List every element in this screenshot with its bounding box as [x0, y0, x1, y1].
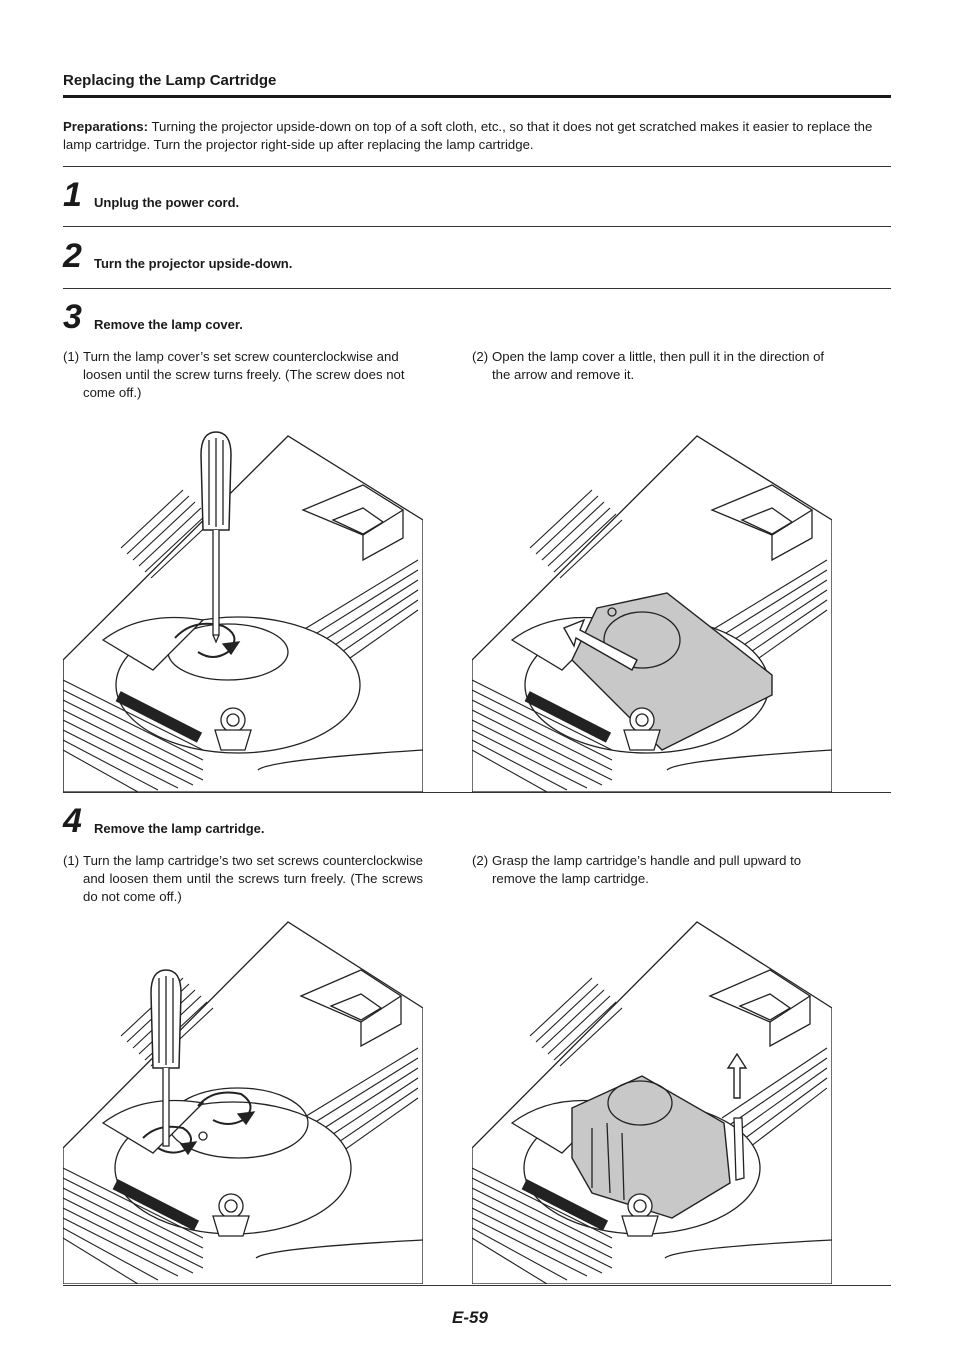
- step-4-substep-1: (1) Turn the lamp cartridge’s two set sc…: [63, 852, 423, 906]
- header-rule: [63, 95, 891, 98]
- step-2-number: 2: [63, 237, 82, 275]
- divider-4: [63, 792, 891, 793]
- substep-number: (2): [472, 853, 489, 868]
- preparations-text: Turning the projector upside-down on top…: [63, 119, 873, 152]
- step-1-title: Unplug the power cord.: [94, 195, 240, 210]
- substep-text: Turn the lamp cover’s set screw counterc…: [83, 349, 405, 400]
- step-3-substep-2: (2) Open the lamp cover a little, then p…: [472, 348, 832, 384]
- figure-loosen-cover-screw: [63, 431, 423, 792]
- substep-text: Open the lamp cover a little, then pull …: [492, 349, 825, 382]
- substep-text: Turn the lamp cartridge’s two set screws…: [83, 853, 423, 904]
- substep-number: (1): [63, 349, 80, 364]
- substep-number: (2): [472, 349, 489, 364]
- figure-lift-lamp-cartridge: [472, 921, 832, 1284]
- substep-text: Grasp the lamp cartridge’s handle and pu…: [492, 853, 802, 886]
- step-3-substep-1: (1) Turn the lamp cover’s set screw coun…: [63, 348, 423, 402]
- substep-number: (1): [63, 853, 80, 868]
- divider-1: [63, 166, 891, 167]
- preparations-paragraph: Preparations: Turning the projector upsi…: [63, 118, 893, 154]
- figure-remove-lamp-cover: [472, 435, 832, 792]
- divider-5: [63, 1285, 891, 1286]
- step-4-title: Remove the lamp cartridge.: [94, 821, 265, 836]
- preparations-label: Preparations:: [63, 119, 149, 134]
- page-number: E-59: [452, 1308, 488, 1327]
- step-3-title: Remove the lamp cover.: [94, 317, 243, 332]
- section-title: Replacing the Lamp Cartridge: [63, 72, 277, 89]
- step-4-number: 4: [63, 802, 82, 840]
- step-2-title: Turn the projector upside-down.: [94, 256, 293, 271]
- divider-2: [63, 226, 891, 227]
- step-3-number: 3: [63, 298, 82, 336]
- divider-3: [63, 288, 891, 289]
- step-1-number: 1: [63, 176, 82, 214]
- step-4-substep-2: (2) Grasp the lamp cartridge’s handle an…: [472, 852, 832, 888]
- figure-loosen-cartridge-screws: [63, 921, 423, 1284]
